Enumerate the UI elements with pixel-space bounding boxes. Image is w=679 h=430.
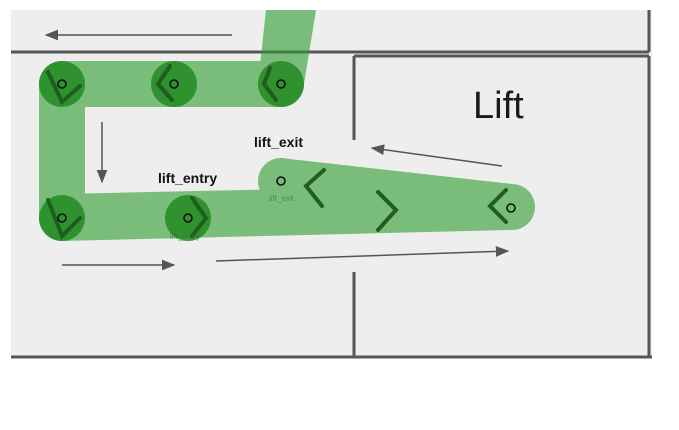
lift-entry-label: lift_entry: [158, 170, 217, 186]
node-marker-icon: [276, 176, 286, 186]
arrow-icon: [215, 246, 510, 262]
route-band-cap-exit: [258, 158, 304, 204]
chevron-icon: [46, 198, 82, 240]
chevron-icon: [487, 188, 508, 224]
chevron-icon: [190, 196, 209, 238]
lift-entry-faint-label: lift_entry: [170, 232, 200, 241]
waypoint-node-icon: [151, 61, 197, 107]
lift-room-label: Lift: [473, 85, 524, 127]
node-marker-icon: [183, 213, 193, 223]
chevron-icon: [376, 190, 399, 232]
chevron-icon: [155, 64, 174, 102]
node-marker-icon: [276, 79, 286, 89]
route-band-cap-lift: [489, 184, 535, 230]
node-marker-icon: [57, 79, 67, 89]
lift-exit-label: lift_exit: [254, 134, 303, 150]
walls: [11, 10, 652, 359]
node-marker-icon: [506, 203, 516, 213]
chevron-icon: [46, 70, 82, 106]
node-marker-icon: [57, 213, 67, 223]
route-band-lift: [281, 158, 512, 230]
direction-chevrons: [46, 64, 508, 240]
node-markers: [57, 79, 516, 223]
chevron-icon: [261, 66, 278, 102]
chevron-icon: [303, 168, 326, 208]
lift-exit-faint-label: lift_exit: [269, 194, 295, 203]
node-marker-icon: [169, 79, 179, 89]
arrow-icon: [370, 144, 503, 167]
waypoint-node-icon: [39, 61, 85, 107]
flow-arrows: [44, 29, 510, 271]
